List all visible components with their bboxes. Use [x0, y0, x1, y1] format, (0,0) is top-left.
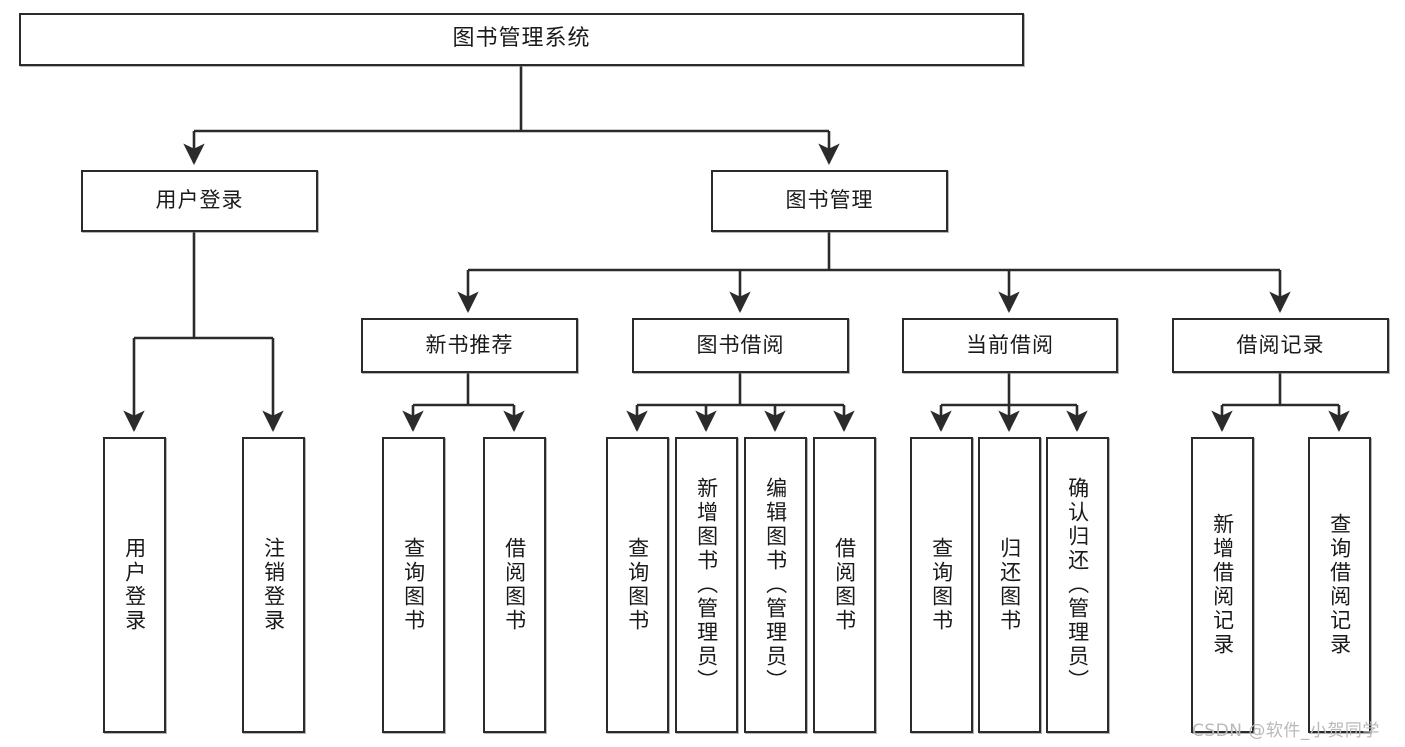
node-root-book-management-system[interactable]: 图书管理系统	[19, 13, 1024, 66]
node-book-management[interactable]: 图书管理	[711, 170, 948, 232]
node-borrow-record[interactable]: 借阅记录	[1172, 318, 1389, 373]
node-label: 查询图书	[625, 537, 650, 633]
node-new-book-recommend[interactable]: 新书推荐	[361, 318, 578, 373]
node-label: 借阅图书	[502, 537, 527, 633]
node-label: 新增图书（管理员）	[694, 477, 719, 693]
node-label: 确认归还（管理员）	[1065, 477, 1090, 693]
leaf-current-borrow-confirm-admin[interactable]: 确认归还（管理员）	[1046, 437, 1109, 733]
node-label: 新书推荐	[425, 332, 514, 357]
node-user-login[interactable]: 用户登录	[81, 170, 318, 232]
node-book-borrow[interactable]: 图书借阅	[632, 318, 849, 373]
leaf-book-borrow-borrow[interactable]: 借阅图书	[813, 437, 876, 733]
node-label: 用户登录	[155, 188, 244, 213]
leaf-user-login-login[interactable]: 用户登录	[103, 437, 166, 733]
node-label: 借阅记录	[1236, 332, 1325, 357]
leaf-book-borrow-edit-admin[interactable]: 编辑图书（管理员）	[744, 437, 807, 733]
leaf-book-borrow-query[interactable]: 查询图书	[606, 437, 669, 733]
leaf-user-login-logout[interactable]: 注销登录	[242, 437, 305, 733]
node-current-borrow[interactable]: 当前借阅	[902, 318, 1118, 373]
node-label: 当前借阅	[966, 332, 1054, 357]
node-label: 借阅图书	[832, 537, 857, 633]
node-label: 图书借阅	[696, 332, 785, 357]
leaf-current-borrow-return[interactable]: 归还图书	[978, 437, 1041, 733]
node-label: 查询图书	[401, 537, 426, 633]
node-label: 查询图书	[929, 537, 954, 633]
node-label: 图书管理	[785, 188, 874, 213]
leaf-current-borrow-query[interactable]: 查询图书	[910, 437, 973, 733]
leaf-book-borrow-add-admin[interactable]: 新增图书（管理员）	[675, 437, 738, 733]
csdn-watermark: CSDN @软件_小贺同学	[1192, 721, 1380, 741]
node-label: 编辑图书（管理员）	[763, 477, 788, 693]
node-label: 用户登录	[122, 537, 147, 633]
node-label: 查询借阅记录	[1327, 513, 1352, 657]
leaf-new-book-borrow[interactable]: 借阅图书	[483, 437, 546, 733]
node-label: 归还图书	[997, 537, 1022, 633]
node-label: 图书管理系统	[452, 26, 591, 52]
node-label: 注销登录	[261, 537, 286, 633]
leaf-new-book-query[interactable]: 查询图书	[382, 437, 445, 733]
node-label: 新增借阅记录	[1210, 513, 1235, 657]
leaf-borrow-record-add[interactable]: 新增借阅记录	[1191, 437, 1254, 733]
leaf-borrow-record-query[interactable]: 查询借阅记录	[1308, 437, 1371, 733]
